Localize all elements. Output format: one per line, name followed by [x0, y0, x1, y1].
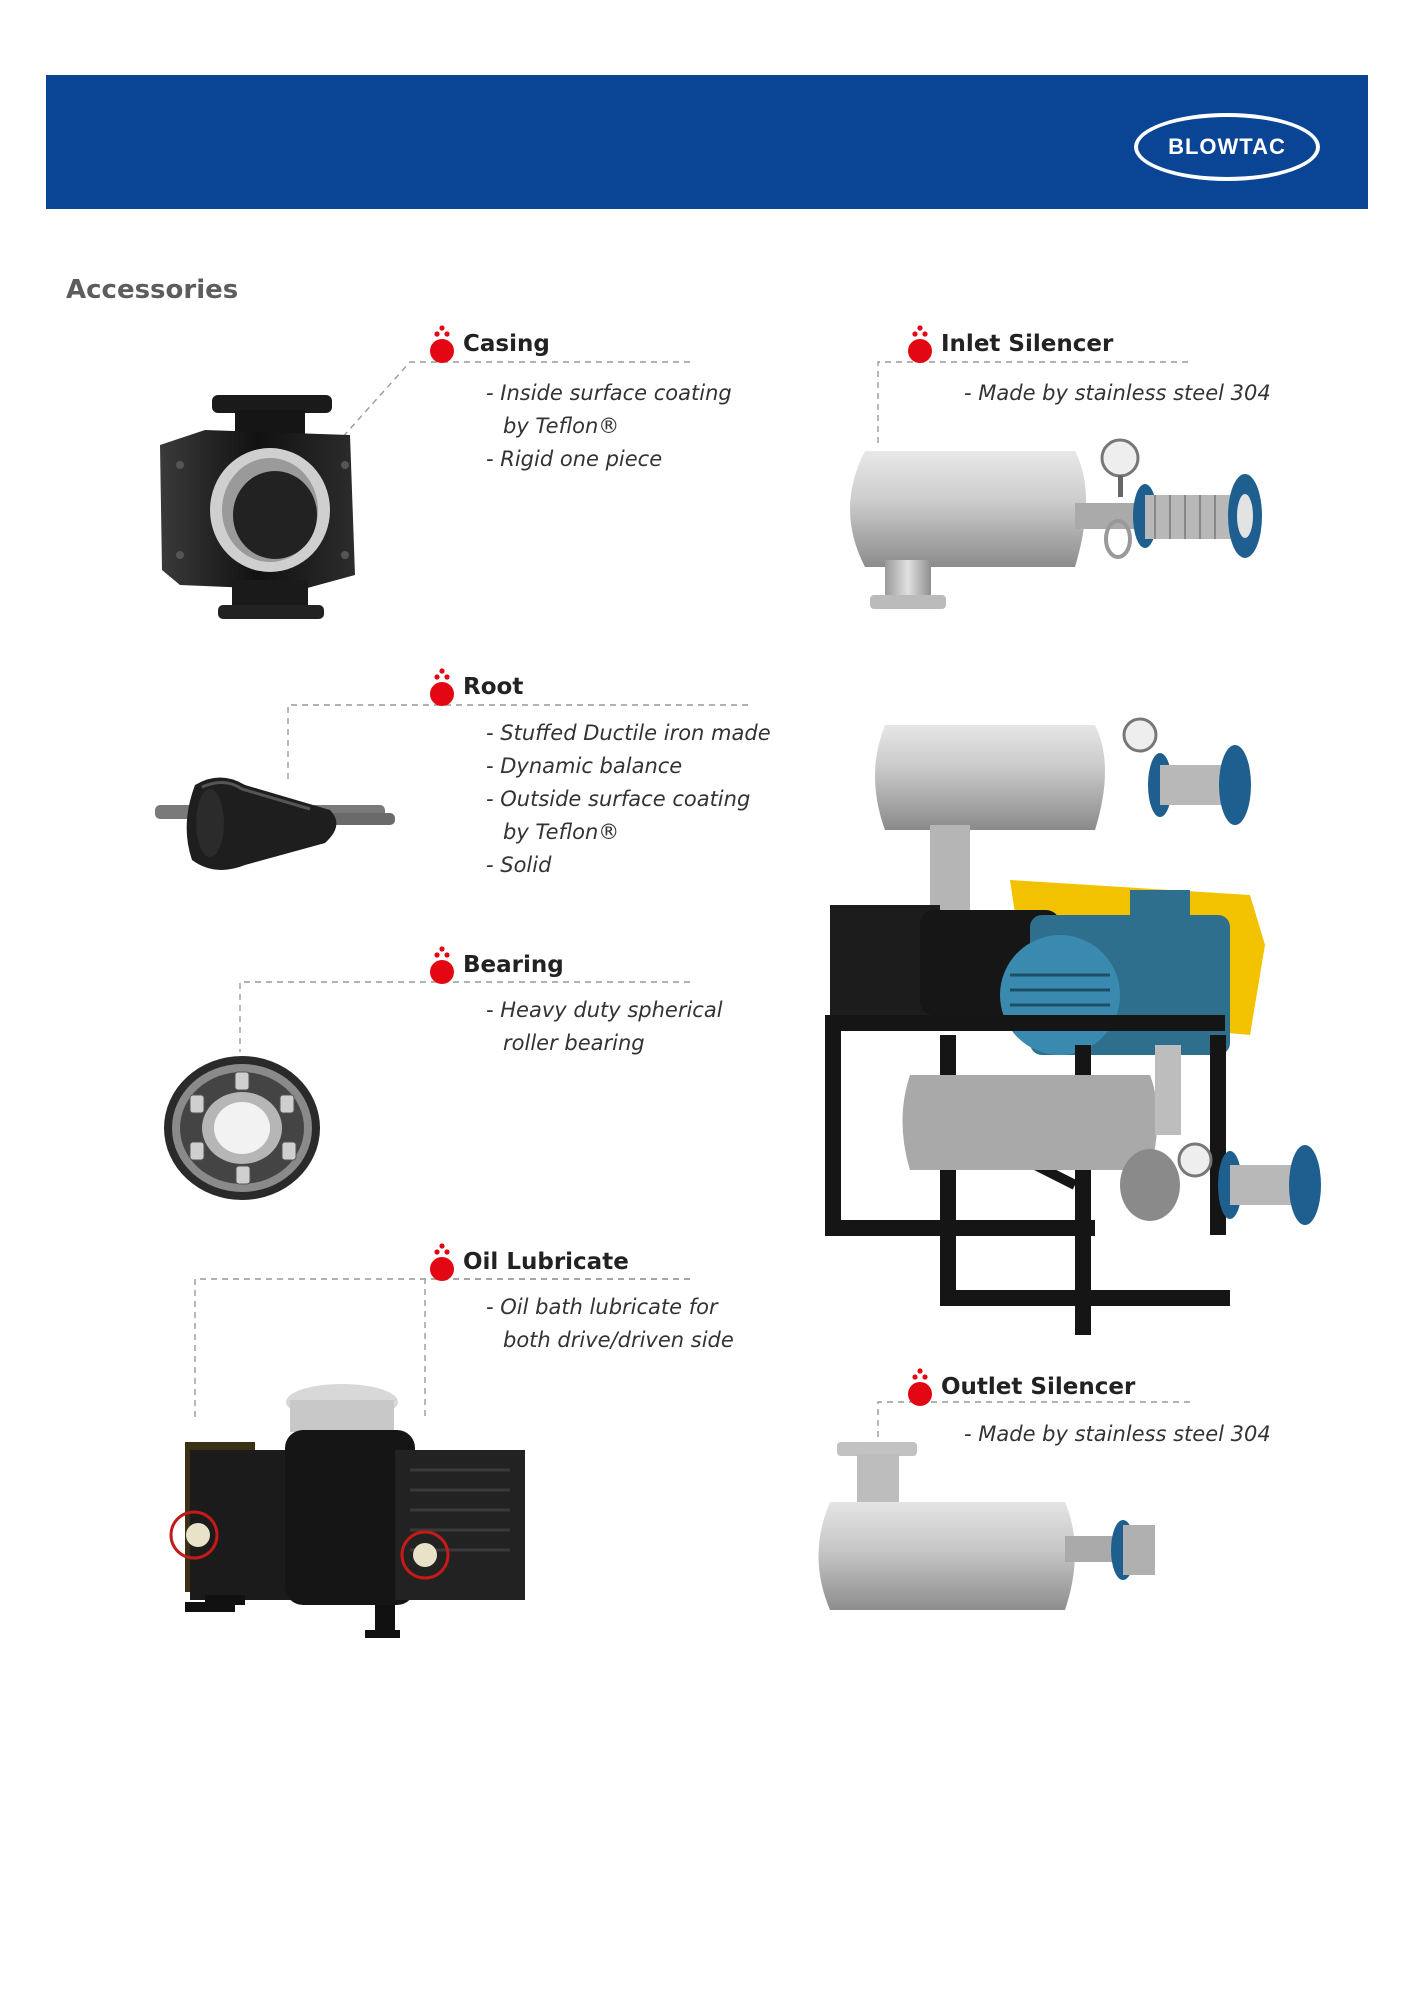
brand-logo: BLOWTAC: [1134, 113, 1320, 181]
bullet-line: - Oil bath lubricate for: [486, 1295, 718, 1319]
bullets-bearing: - Heavy duty spherical roller bearing: [486, 994, 723, 1060]
item-title: Casing: [463, 331, 550, 357]
bullets-oil-lubricate: - Oil bath lubricate for both drive/driv…: [486, 1291, 734, 1357]
item-title: Inlet Silencer: [941, 331, 1114, 357]
label-outlet-silencer: Outlet Silencer: [907, 1366, 1135, 1408]
bullet-line: - Inside surface coating: [486, 381, 732, 405]
bullet-line: - Rigid one piece: [486, 447, 663, 471]
marker-icon: [430, 1243, 454, 1281]
marker-icon: [908, 1368, 932, 1406]
marker-icon: [430, 668, 454, 706]
bullet-line: - Made by stainless steel 304: [964, 381, 1271, 405]
bullet-line: roller bearing: [503, 1031, 645, 1055]
bearing-image: [164, 1056, 320, 1200]
bullet-line: - Heavy duty spherical: [486, 998, 723, 1022]
casing-image: [160, 395, 355, 619]
label-casing: Casing: [429, 323, 550, 365]
item-title: Oil Lubricate: [463, 1249, 629, 1275]
bullet-line: by Teflon®: [503, 820, 620, 844]
bullet-line: - Made by stainless steel 304: [964, 1422, 1271, 1446]
brand-logo-text: BLOWTAC: [1168, 134, 1286, 159]
bullets-root: - Stuffed Ductile iron made - Dynamic ba…: [486, 717, 771, 882]
bullets-outlet-silencer: - Made by stainless steel 304: [964, 1418, 1271, 1451]
marker-icon: [430, 325, 454, 363]
header-banner: BLOWTAC: [46, 75, 1368, 209]
label-bearing: Bearing: [429, 944, 564, 986]
bullet-line: - Stuffed Ductile iron made: [486, 721, 771, 745]
item-title: Outlet Silencer: [941, 1374, 1136, 1400]
bullets-inlet-silencer: - Made by stainless steel 304: [964, 377, 1271, 410]
bullet-line: - Dynamic balance: [486, 754, 683, 778]
bullet-line: - Outside surface coating: [486, 787, 751, 811]
item-title: Bearing: [463, 952, 564, 978]
bullet-line: by Teflon®: [503, 414, 620, 438]
marker-icon: [430, 946, 454, 984]
blower-assembly-image: [825, 717, 1321, 1335]
outlet-silencer-image: [818, 1442, 1155, 1610]
marker-icon: [908, 325, 932, 363]
oil-lubricate-image: [169, 1384, 525, 1638]
item-title: Root: [463, 674, 524, 700]
root-image: [155, 777, 395, 870]
bullet-line: - Solid: [486, 853, 552, 877]
label-inlet-silencer: Inlet Silencer: [907, 323, 1113, 365]
inlet-silencer-image: [850, 438, 1262, 609]
bullet-line: both drive/driven side: [503, 1328, 734, 1352]
bullets-casing: - Inside surface coating by Teflon® - Ri…: [486, 377, 732, 476]
section-title: Accessories: [66, 275, 239, 305]
label-oil-lubricate: Oil Lubricate: [429, 1241, 629, 1283]
label-root: Root: [429, 666, 523, 708]
